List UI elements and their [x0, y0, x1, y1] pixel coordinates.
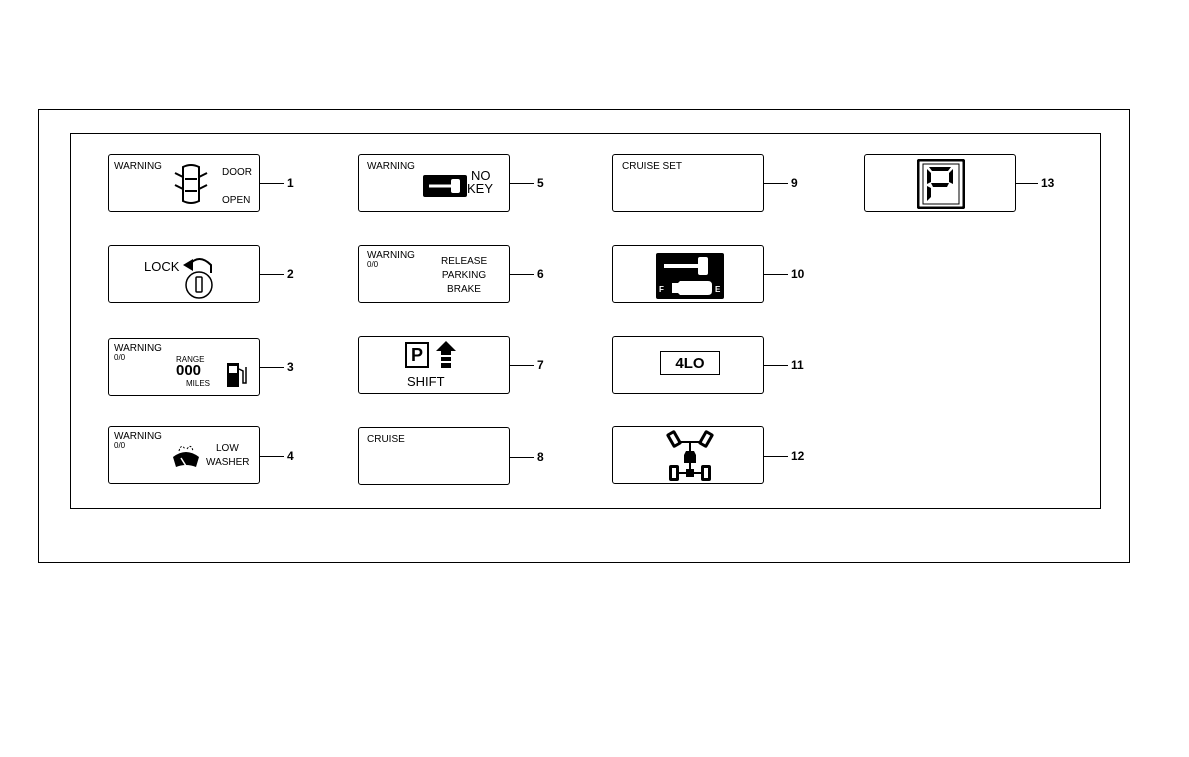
cruise-label: CRUISE	[367, 434, 405, 445]
leader-line	[764, 274, 788, 275]
f-label: F	[659, 285, 664, 294]
panel-fuel-range: WARNING 0/0 RANGE 000 MILES	[108, 338, 260, 396]
4lo-box: 4LO	[660, 351, 720, 375]
leader-line	[260, 274, 284, 275]
key-battery-icon: F E	[656, 253, 724, 299]
callout-number: 3	[287, 361, 294, 373]
callout-number: 7	[537, 359, 544, 371]
warning-label: WARNING	[367, 161, 415, 172]
panel-release-parking-brake: WARNING 0/0 RELEASE PARKING BRAKE	[358, 245, 510, 303]
miles-label: MILES	[186, 379, 210, 388]
leader-line	[510, 457, 534, 458]
door-label: DOOR	[222, 167, 252, 178]
4lo-label: 4LO	[675, 355, 704, 372]
brake-label: BRAKE	[441, 284, 487, 295]
cruise-set-label: CRUISE SET	[622, 161, 682, 172]
panel-lock: LOCK	[108, 245, 260, 303]
leader-line	[510, 365, 534, 366]
panel-shift-p: P SHIFT	[358, 336, 510, 394]
e-label: E	[715, 285, 720, 294]
key-turn-lock-icon	[181, 251, 217, 301]
leader-line	[1016, 183, 1038, 184]
shift-up-arrow-icon	[435, 341, 457, 369]
panel-p-segment	[864, 154, 1016, 212]
low-label: LOW	[216, 443, 239, 454]
panel-cruise-set: CRUISE SET	[612, 154, 764, 212]
callout-number: 2	[287, 268, 294, 280]
panel-low-washer: WARNING 0/0 LOW WASHER	[108, 426, 260, 484]
windshield-washer-icon	[169, 439, 203, 471]
fuel-pump-icon	[226, 361, 248, 389]
warning-label: WARNING	[114, 161, 162, 172]
callout-number: 9	[791, 177, 798, 189]
callout-number: 13	[1041, 177, 1054, 189]
panel-cruise: CRUISE	[358, 427, 510, 485]
callout-number: 1	[287, 177, 294, 189]
callout-number: 10	[791, 268, 804, 280]
callout-number: 4	[287, 450, 294, 462]
p-label: P	[411, 345, 423, 365]
callout-number: 5	[537, 177, 544, 189]
leader-line	[764, 183, 788, 184]
callout-number: 12	[791, 450, 804, 462]
p-segment-display-icon	[917, 159, 965, 209]
lock-label: LOCK	[144, 260, 179, 274]
panel-key-battery: F E	[612, 245, 764, 303]
leader-line	[260, 367, 284, 368]
panel-door-open: WARNING DOOR OPEN	[108, 154, 260, 212]
open-label: OPEN	[222, 195, 250, 206]
panel-4lo: 4LO	[612, 336, 764, 394]
key-icon	[423, 175, 467, 197]
leader-line	[260, 183, 284, 184]
p-box: P	[405, 342, 429, 368]
release-label: RELEASE	[441, 256, 487, 267]
warning-sub-label: 0/0	[114, 353, 125, 362]
leader-line	[764, 456, 788, 457]
car-door-open-icon	[173, 163, 209, 205]
leader-line	[260, 456, 284, 457]
panel-no-key: WARNING NO KEY	[358, 154, 510, 212]
panel-4wd	[612, 426, 764, 484]
callout-number: 6	[537, 268, 544, 280]
warning-sub-label: 0/0	[114, 441, 125, 450]
shift-label: SHIFT	[407, 375, 445, 389]
4wd-drivetrain-icon	[666, 429, 714, 483]
leader-line	[510, 183, 534, 184]
callout-number: 11	[791, 359, 804, 371]
leader-line	[510, 274, 534, 275]
parking-label: PARKING	[441, 270, 487, 281]
callout-number: 8	[537, 451, 544, 463]
leader-line	[764, 365, 788, 366]
range-value: 000	[176, 363, 201, 379]
key-label: KEY	[467, 182, 493, 196]
warning-sub-label: 0/0	[367, 260, 378, 269]
washer-label: WASHER	[206, 457, 250, 468]
